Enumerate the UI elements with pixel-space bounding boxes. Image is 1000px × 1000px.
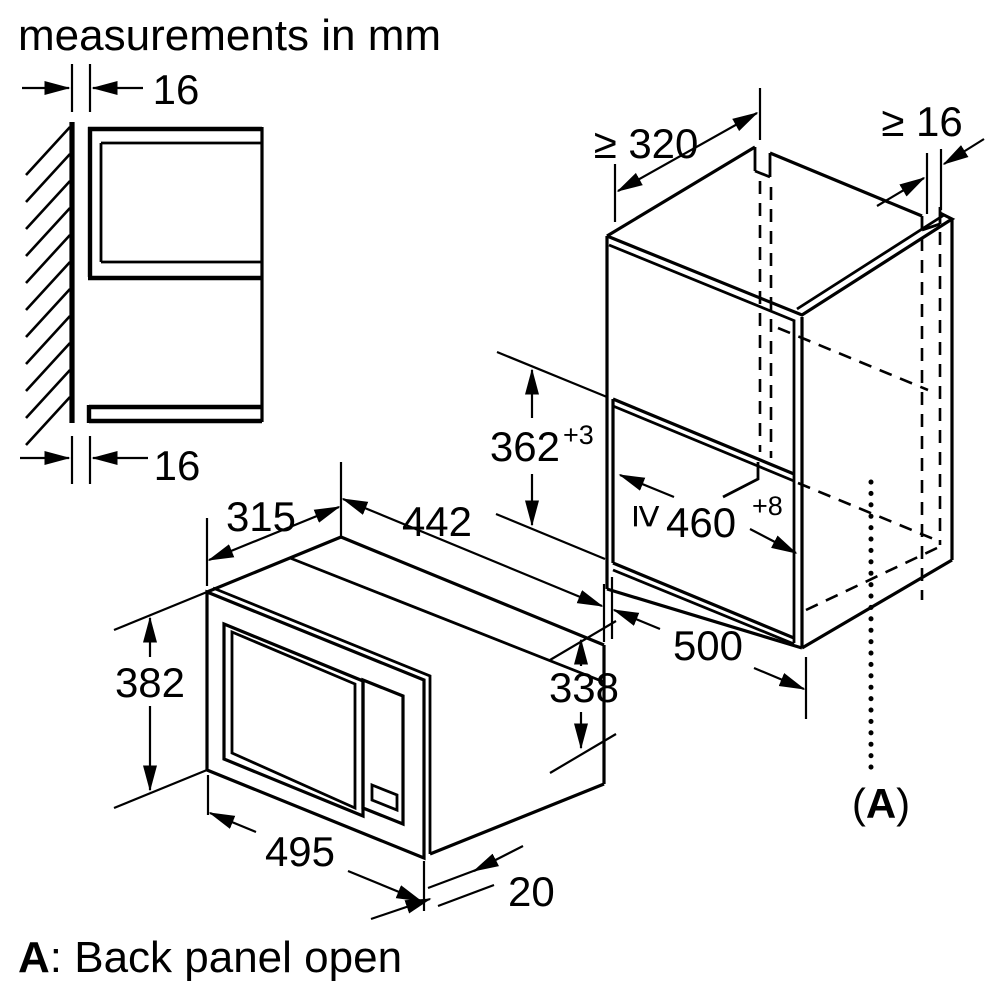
microwave-outline [205,535,606,861]
drawing-line [612,608,661,631]
dim-wall-gap-bottom-label: 16 [154,442,201,489]
drawing-line [361,677,405,827]
dim-mw-body-height-label: 338 [549,664,619,711]
dim-niche-height-label: 362 [490,423,560,470]
dim-wall-gap-top-label: 16 [153,66,200,113]
drawing-line [205,589,426,861]
dim-cabinet-rear-gap-label: ≥ 16 [881,98,962,145]
drawing-line [25,396,71,446]
drawing-line [769,151,923,218]
dim-cabinet-depth: ≥ 320 [594,88,762,222]
drawing-line [722,462,760,499]
drawing-line [437,883,495,908]
dim-mw-front-height: 382 [113,590,208,810]
dim-mw-body-height: 338 [549,620,619,774]
drawing-line [618,473,675,499]
drawing-line [25,207,71,257]
dim-cabinet-depth-label: ≥ 320 [594,120,699,167]
drawing-line [472,845,524,872]
drawing-line [230,629,357,811]
drawing-line [876,177,926,207]
dim-mw-front-width: 495 [206,775,426,911]
drawing-line [222,621,365,819]
drawing-line [797,481,937,542]
drawing-line [25,315,71,365]
drawing-line [612,397,795,476]
drawing-line [212,586,432,854]
drawing-line [549,733,617,774]
dim-mw-depth: 315 [205,462,343,586]
drawing-line [25,153,71,203]
dim-mw-frame-depth: 20 [370,845,555,921]
drawing-line [496,350,608,399]
drawing-line [370,782,399,813]
drawing-line [805,546,938,612]
back-panel-marker: (A) [852,780,910,827]
drawing-line [753,666,806,691]
drawing-line [753,147,772,179]
drawing-line [777,326,929,392]
drawing-line [113,590,208,632]
tspan-element: ( [852,780,866,827]
drawing-line [206,535,605,647]
dim-mw-frame-depth-label: 20 [508,868,555,915]
wall-hatching [25,126,71,446]
cabinet-hidden-lines [758,181,942,612]
wall-section-detail: 16 16 [20,64,264,489]
drawing-line [612,561,795,640]
drawing-line [370,897,432,921]
drawing-line [796,213,945,311]
dim-niche-depth: 500 [610,577,808,719]
tspan-element: A [18,933,50,982]
dim-mw-front-width-label: 495 [265,828,335,875]
tspan-element: A [866,780,896,827]
drawing-line [113,768,208,810]
dim-mw-depth-label: 315 [226,493,296,540]
cabinet-isometric: (A) ≥ 320 ≥ 16 362 +3 ≥ [490,88,985,827]
drawing-line [616,112,759,192]
tspan-element: ) [896,780,910,827]
drawing-line [429,782,605,856]
drawing-line [608,243,796,323]
drawing-line [612,404,795,483]
legend-note: A: Back panel open [18,933,402,982]
dim-niche-width-tolerance: +8 [752,491,783,521]
dim-niche-height-tolerance: +3 [563,420,594,450]
drawing-line [495,512,606,561]
drawing-line [942,138,985,165]
drawing-line [25,369,71,419]
drawing-line [25,261,71,311]
dim-niche-height: 362 +3 [490,350,608,561]
dim-niche-depth-label: 500 [673,622,743,669]
dim-wall-gap-bottom: 16 [20,436,200,489]
drawing-line [606,587,803,650]
drawing-line [612,568,795,646]
dim-niche-width-label: 460 [666,499,736,546]
drawing-line [25,126,71,176]
drawing-line [606,211,956,317]
cabinet-profile [86,126,264,424]
tspan-element: : Back panel open [50,933,402,982]
drawing-line [25,180,71,230]
drawing-line [347,869,423,903]
drawing-line [341,497,604,608]
drawing-line [25,234,71,284]
microwave-isometric: 315 442 382 338 49 [113,462,619,921]
drawing-line [801,558,953,650]
dim-mw-front-height-label: 382 [115,659,185,706]
drawing-line [25,288,71,338]
drawing-line [208,811,257,834]
dim-mw-width: 442 [341,497,606,642]
drawing-line [25,342,71,392]
drawing-line [749,528,798,554]
dim-wall-gap-top: 16 [22,64,199,113]
dim-mw-width-label: 442 [402,498,472,545]
dim-cabinet-rear-gap: ≥ 16 [876,98,985,214]
dim-niche-width-prefix: ≥ [625,504,672,527]
cabinet-outline [605,145,956,650]
drawing-line [207,505,341,562]
dim-niche-width: ≥ 460 +8 [618,473,798,554]
page-title: measurements in mm [18,11,441,60]
